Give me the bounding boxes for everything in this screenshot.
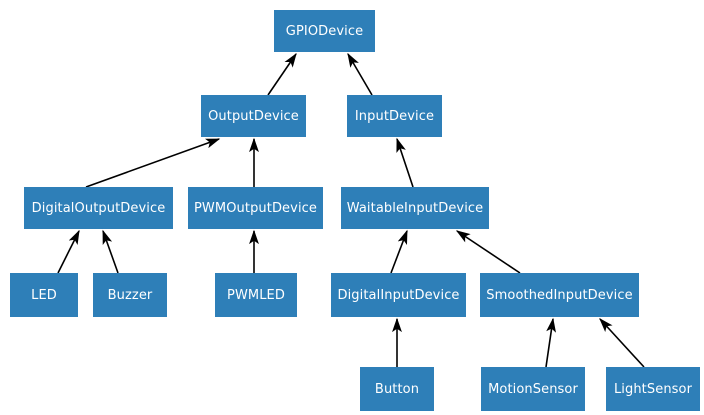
class-node-pwmoutputdevice[interactable]: PWMOutputDevice bbox=[188, 187, 323, 229]
class-node-label: PWMOutputDevice bbox=[193, 200, 318, 216]
inheritance-arrow-buzzer-to-digitaloutputdevice bbox=[102, 229, 119, 274]
class-node-lightsensor[interactable]: LightSensor bbox=[606, 367, 700, 411]
class-node-gpiodevice[interactable]: GPIODevice bbox=[274, 10, 375, 52]
class-node-label: DigitalOutputDevice bbox=[31, 200, 166, 216]
class-node-label: WaitableInputDevice bbox=[346, 200, 484, 216]
class-node-label: GPIODevice bbox=[285, 23, 364, 39]
class-node-label: Buzzer bbox=[107, 287, 153, 303]
class-node-label: Button bbox=[374, 381, 420, 397]
class-node-pwmled[interactable]: PWMLED bbox=[215, 273, 297, 317]
class-node-label: SmoothedInputDevice bbox=[486, 287, 633, 303]
inheritance-arrow-led-to-digitaloutputdevice bbox=[57, 229, 80, 274]
class-node-label: LED bbox=[31, 287, 57, 303]
class-node-label: LightSensor bbox=[613, 381, 693, 397]
class-node-outputdevice[interactable]: OutputDevice bbox=[201, 95, 306, 137]
class-node-waitableinputdevice[interactable]: WaitableInputDevice bbox=[341, 187, 489, 229]
inheritance-arrow-waitableinputdevice-to-inputdevice bbox=[396, 137, 414, 188]
class-node-label: InputDevice bbox=[354, 108, 435, 124]
inheritance-arrow-motionsensor-to-smoothedinputdevice bbox=[545, 317, 557, 368]
inheritance-arrow-lightsensor-to-smoothedinputdevice bbox=[599, 318, 645, 368]
class-node-digitaloutputdevice[interactable]: DigitalOutputDevice bbox=[24, 187, 173, 229]
class-node-digitalinputdevice[interactable]: DigitalInputDevice bbox=[331, 273, 466, 317]
class-node-led[interactable]: LED bbox=[10, 273, 78, 317]
inheritance-arrow-digitalinputdevice-to-waitableinputdevice bbox=[390, 229, 408, 274]
inheritance-arrow-outputdevice-to-gpiodevice bbox=[267, 52, 297, 96]
class-node-button[interactable]: Button bbox=[360, 367, 434, 411]
class-node-buzzer[interactable]: Buzzer bbox=[93, 273, 167, 317]
inheritance-edges bbox=[57, 52, 645, 368]
class-node-label: PWMLED bbox=[227, 287, 285, 303]
class-node-inputdevice[interactable]: InputDevice bbox=[347, 95, 442, 137]
class-node-label: DigitalInputDevice bbox=[337, 287, 460, 303]
inheritance-arrow-inputdevice-to-gpiodevice bbox=[347, 52, 373, 96]
class-node-label: MotionSensor bbox=[488, 381, 578, 397]
inheritance-arrow-digitaloutputdevice-to-outputdevice bbox=[85, 138, 221, 188]
class-node-smoothedinputdevice[interactable]: SmoothedInputDevice bbox=[480, 273, 639, 317]
class-node-motionsensor[interactable]: MotionSensor bbox=[481, 367, 585, 411]
class-node-label: OutputDevice bbox=[208, 108, 299, 124]
inheritance-arrow-smoothedinputdevice-to-waitableinputdevice bbox=[455, 230, 521, 274]
